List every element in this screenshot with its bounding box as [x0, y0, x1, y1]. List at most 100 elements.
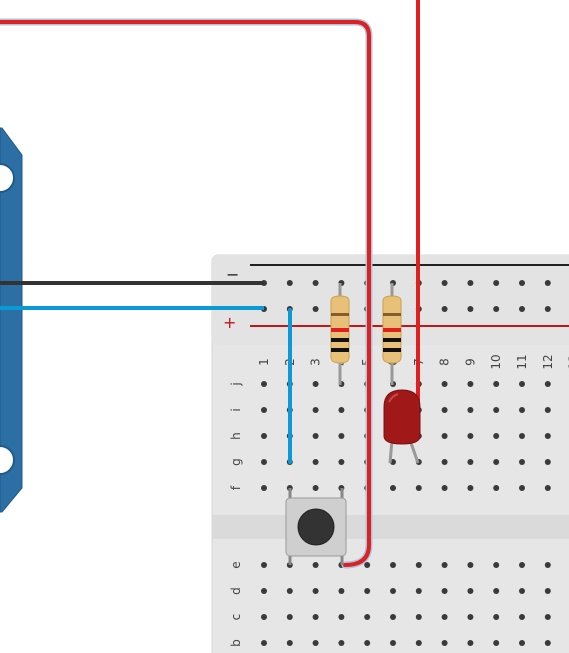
row-letter: f	[229, 485, 243, 490]
breadboard-hole	[261, 459, 267, 465]
breadboard-hole	[338, 640, 345, 646]
breadboard-hole	[312, 640, 319, 646]
breadboard-hole	[312, 433, 319, 439]
breadboard-hole	[493, 588, 500, 594]
breadboard-hole	[390, 562, 396, 568]
breadboard-hole	[519, 459, 525, 465]
breadboard-hole	[544, 588, 551, 594]
breadboard-hole	[261, 614, 267, 620]
breadboard-hole	[390, 614, 396, 620]
breadboard-hole	[467, 381, 474, 387]
breadboard-center-channel	[212, 515, 569, 539]
breadboard-hole	[441, 381, 448, 387]
mounting-hole-top	[0, 163, 15, 193]
column-number: 3	[309, 358, 323, 366]
breadboard-hole	[261, 640, 267, 646]
breadboard-hole	[364, 640, 371, 646]
column-number: 1	[257, 358, 271, 366]
resistor-2	[382, 283, 402, 385]
breadboard-hole	[312, 381, 319, 387]
breadboard-hole	[467, 588, 474, 594]
breadboard-hole	[493, 640, 500, 646]
breadboard-hole	[415, 485, 422, 491]
breadboard-hole	[493, 614, 500, 620]
breadboard-hole	[338, 614, 345, 620]
breadboard-hole	[519, 280, 525, 286]
mounting-hole-bottom	[0, 445, 15, 475]
breadboard-hole	[544, 614, 551, 620]
breadboard-hole	[493, 459, 500, 465]
column-number: 9	[463, 358, 477, 366]
breadboard-hole	[493, 433, 500, 439]
breadboard-hole	[519, 433, 525, 439]
row-letter: h	[229, 432, 243, 440]
breadboard-hole	[441, 433, 448, 439]
breadboard-hole	[441, 485, 448, 491]
red-led	[383, 389, 421, 464]
row-letter: j	[229, 382, 243, 386]
breadboard-hole	[493, 306, 500, 312]
breadboard-hole	[519, 640, 525, 646]
breadboard-hole	[441, 562, 448, 568]
breadboard-hole	[415, 640, 422, 646]
breadboard-hole	[338, 433, 345, 439]
breadboard-hole	[261, 433, 267, 439]
breadboard-hole	[544, 640, 551, 646]
breadboard-hole	[493, 381, 500, 387]
breadboard-hole	[312, 306, 319, 312]
column-number: 8	[438, 358, 452, 366]
breadboard-hole	[519, 562, 525, 568]
breadboard-hole	[415, 562, 422, 568]
breadboard-hole	[441, 640, 448, 646]
breadboard-hole	[441, 459, 448, 465]
breadboard-hole	[261, 407, 267, 413]
row-letter: b	[229, 639, 243, 647]
breadboard-hole	[467, 280, 474, 286]
breadboard-hole	[544, 407, 551, 413]
breadboard-hole	[467, 614, 474, 620]
rail-minus-symbol: −	[226, 265, 239, 284]
breadboard-hole	[286, 588, 293, 594]
breadboard-hole	[441, 306, 448, 312]
breadboard-hole	[467, 485, 474, 491]
breadboard-hole	[390, 588, 396, 594]
breadboard-hole	[493, 562, 500, 568]
breadboard-hole	[312, 562, 319, 568]
breadboard-hole	[312, 459, 319, 465]
breadboard-hole	[544, 562, 551, 568]
breadboard-hole	[338, 407, 345, 413]
breadboard-hole	[519, 485, 525, 491]
breadboard-hole	[467, 306, 474, 312]
breadboard-hole	[493, 407, 500, 413]
wires	[0, 0, 420, 569]
breadboard-hole	[467, 459, 474, 465]
breadboard-hole	[261, 485, 267, 491]
column-number: 13	[567, 354, 569, 369]
breadboard-hole	[493, 485, 500, 491]
breadboard-hole	[261, 381, 267, 387]
breadboard-hole	[544, 459, 551, 465]
column-number: 12	[541, 354, 555, 369]
breadboard-hole	[390, 640, 396, 646]
breadboard-hole	[261, 588, 267, 594]
breadboard-hole	[467, 640, 474, 646]
breadboard-hole	[467, 407, 474, 413]
breadboard-hole	[441, 407, 448, 413]
microcontroller-board	[0, 127, 23, 513]
rail-plus-symbol: +	[223, 313, 236, 332]
push-button	[285, 488, 347, 565]
row-letter: e	[229, 561, 243, 568]
breadboard-hole	[493, 280, 500, 286]
breadboard-hole	[312, 614, 319, 620]
breadboard-hole	[364, 588, 371, 594]
breadboard-hole	[261, 562, 267, 568]
breadboard-hole	[312, 485, 319, 491]
column-number: 11	[515, 354, 529, 369]
breadboard-hole	[519, 306, 525, 312]
breadboard-hole	[519, 407, 525, 413]
breadboard-hole	[286, 614, 293, 620]
breadboard-hole	[467, 562, 474, 568]
breadboard-hole	[441, 588, 448, 594]
